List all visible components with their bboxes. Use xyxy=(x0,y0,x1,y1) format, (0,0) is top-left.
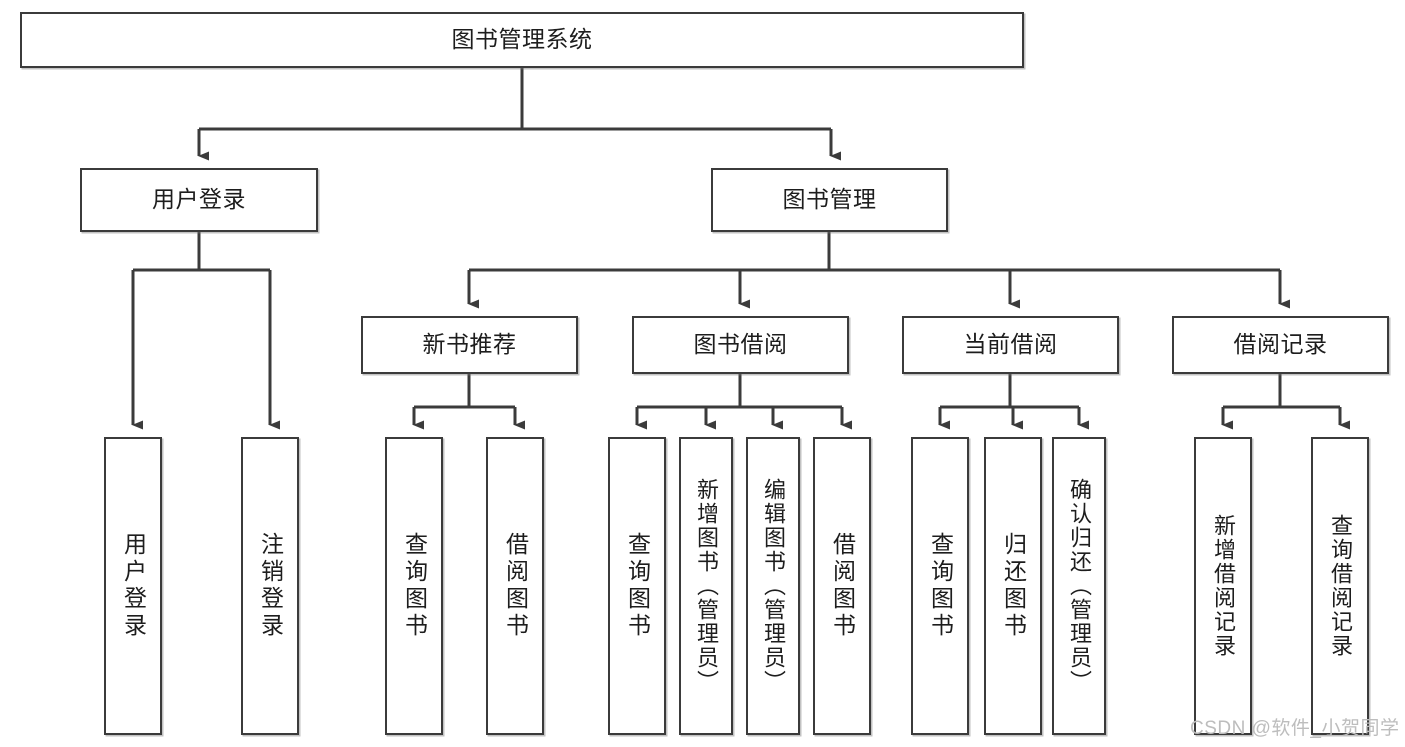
node-book-manage[interactable]: 图书管理 xyxy=(711,168,948,232)
node-leaf-query-book-1-label: 查询图书 xyxy=(401,532,428,640)
node-leaf-user-login-label: 用户登录 xyxy=(120,532,147,640)
node-leaf-query-book-3-label: 查询图书 xyxy=(927,532,954,640)
node-leaf-confirm-return-label: 确认归还（管理员） xyxy=(1067,478,1092,694)
node-leaf-edit-book-label: 编辑图书（管理员） xyxy=(761,478,786,694)
node-current-borrow[interactable]: 当前借阅 xyxy=(902,316,1119,374)
node-leaf-query-borrow-record[interactable]: 查询借阅记录 xyxy=(1311,437,1369,735)
node-leaf-logout-label: 注销登录 xyxy=(257,532,284,640)
node-borrow-record[interactable]: 借阅记录 xyxy=(1172,316,1389,374)
node-leaf-edit-book[interactable]: 编辑图书（管理员） xyxy=(746,437,800,735)
node-leaf-return-book-label: 归还图书 xyxy=(1000,532,1027,640)
csdn-watermark: CSDN @软件_小贺同学 xyxy=(1190,718,1400,739)
node-book-borrow[interactable]: 图书借阅 xyxy=(632,316,849,374)
node-leaf-return-book[interactable]: 归还图书 xyxy=(984,437,1042,735)
node-leaf-query-book-2-label: 查询图书 xyxy=(624,532,651,640)
node-leaf-user-login[interactable]: 用户登录 xyxy=(104,437,162,735)
node-leaf-add-borrow-record-label: 新增借阅记录 xyxy=(1211,514,1236,658)
node-leaf-query-book-3[interactable]: 查询图书 xyxy=(911,437,969,735)
node-leaf-borrow-book-2[interactable]: 借阅图书 xyxy=(813,437,871,735)
node-leaf-borrow-book-2-label: 借阅图书 xyxy=(829,532,856,640)
node-new-book-recommend-label: 新书推荐 xyxy=(422,331,517,358)
node-leaf-add-borrow-record[interactable]: 新增借阅记录 xyxy=(1194,437,1252,735)
node-user-login-label: 用户登录 xyxy=(152,186,246,213)
node-leaf-confirm-return[interactable]: 确认归还（管理员） xyxy=(1052,437,1106,735)
node-leaf-add-book[interactable]: 新增图书（管理员） xyxy=(679,437,733,735)
node-leaf-borrow-book-1[interactable]: 借阅图书 xyxy=(486,437,544,735)
node-leaf-add-book-label: 新增图书（管理员） xyxy=(694,478,719,694)
node-leaf-borrow-book-1-label: 借阅图书 xyxy=(502,532,529,640)
node-user-login[interactable]: 用户登录 xyxy=(80,168,318,232)
node-current-borrow-label: 当前借阅 xyxy=(963,331,1058,358)
node-leaf-logout[interactable]: 注销登录 xyxy=(241,437,299,735)
node-new-book-recommend[interactable]: 新书推荐 xyxy=(361,316,578,374)
node-borrow-record-label: 借阅记录 xyxy=(1233,331,1328,358)
node-leaf-query-borrow-record-label: 查询借阅记录 xyxy=(1328,514,1353,658)
node-leaf-query-book-1[interactable]: 查询图书 xyxy=(385,437,443,735)
node-leaf-query-book-2[interactable]: 查询图书 xyxy=(608,437,666,735)
node-root-label: 图书管理系统 xyxy=(451,26,593,53)
node-book-manage-label: 图书管理 xyxy=(782,186,877,213)
node-root[interactable]: 图书管理系统 xyxy=(20,12,1024,68)
node-book-borrow-label: 图书借阅 xyxy=(693,331,788,358)
